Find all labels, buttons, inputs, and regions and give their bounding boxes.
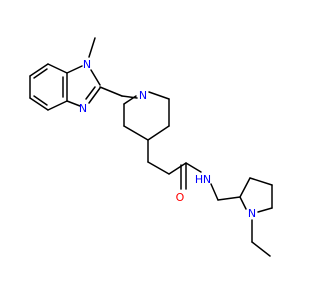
bonds bbox=[29, 37, 273, 257]
bond bbox=[168, 162, 187, 175]
nitrogen-label-amide: N bbox=[203, 173, 211, 186]
bond bbox=[257, 207, 273, 213]
bond bbox=[251, 241, 271, 257]
bond bbox=[99, 86, 123, 97]
bond bbox=[47, 100, 68, 111]
bond bbox=[88, 37, 96, 58]
bond bbox=[29, 63, 49, 77]
bond bbox=[29, 97, 49, 111]
molecule-canvas: N N N O N H N bbox=[29, 37, 273, 257]
nitrogen-label-benzimidazole-ring: N bbox=[79, 102, 87, 115]
bond bbox=[66, 100, 81, 107]
bond bbox=[88, 87, 101, 104]
bond-inner bbox=[33, 68, 48, 79]
bond bbox=[47, 63, 68, 74]
bond-inner bbox=[33, 95, 48, 106]
bond bbox=[90, 69, 101, 86]
bond bbox=[249, 177, 273, 186]
bond bbox=[210, 183, 219, 201]
nitrogen-label-benzimidazole-methyl: N bbox=[83, 58, 91, 71]
bond bbox=[147, 161, 170, 175]
hydrogen-label-amide: H bbox=[195, 173, 203, 186]
bond bbox=[147, 125, 170, 141]
bond bbox=[148, 91, 170, 100]
atom-labels: N N N O N H N bbox=[79, 58, 256, 220]
bond bbox=[239, 196, 247, 210]
bond bbox=[217, 196, 241, 201]
bond bbox=[66, 65, 83, 74]
oxygen-label-amide: O bbox=[176, 191, 185, 204]
bond-inner bbox=[85, 86, 96, 100]
bond bbox=[123, 125, 149, 141]
bond bbox=[123, 95, 137, 105]
bond bbox=[185, 162, 202, 173]
nitrogen-label-pyrrolidine: N bbox=[248, 207, 256, 220]
molecule-structure: N N N O N H N bbox=[29, 37, 273, 257]
bond bbox=[239, 177, 251, 198]
nitrogen-label-piperidine: N bbox=[139, 89, 147, 102]
